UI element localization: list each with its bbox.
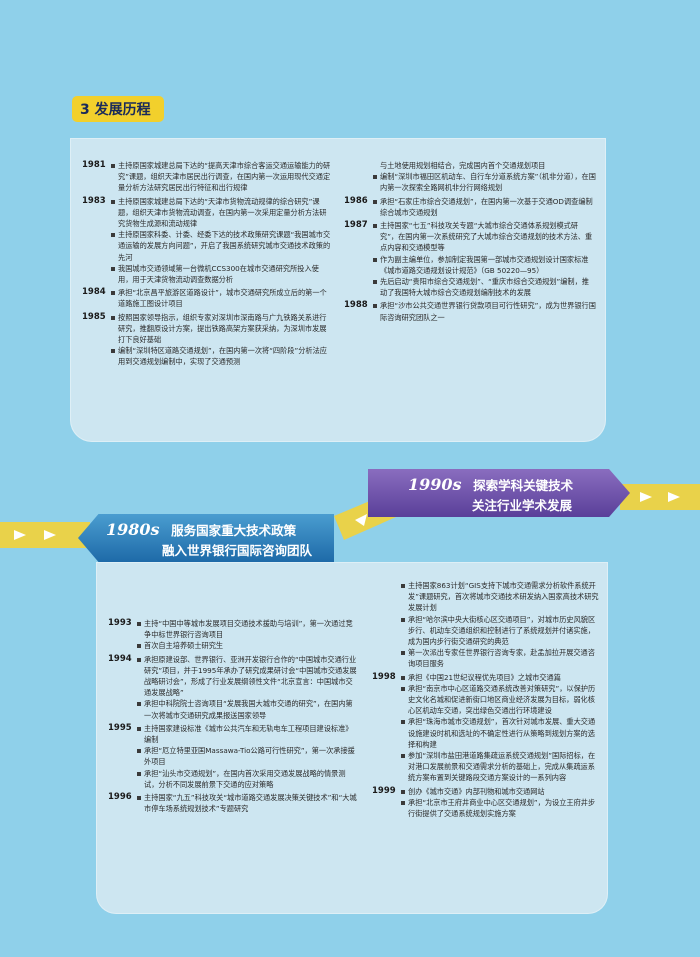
entry-item: 承担原建设部、世界银行、亚洲开发银行合作的“中国城市交通行业研究”项目，并于19…	[136, 654, 358, 699]
entry-year: 1981	[82, 160, 106, 170]
entry-item: 我国城市交通领域第一台微机CCS300在城市交通研究所投入使用，用于天津货物流动…	[110, 263, 332, 285]
timeline-entry: 与土地使用规划相结合，完成国内首个交通规划项目 编制“深圳市福田区机动车、自行车…	[344, 160, 596, 194]
entry-item: 承担“石家庄市综合交通规划”，在国内第一次基于交通OD调查编制综合城市交通规划	[372, 196, 596, 218]
timeline-panel-1990s	[96, 562, 608, 914]
timeline-entry: 1993 主持“中国中等城市发展项目交通技术援助与培训”，第一次通过竞争中标世界…	[108, 618, 358, 652]
banner-1980s-line2: 融入世界银行国际咨询团队	[162, 543, 313, 558]
entry-year: 1999	[372, 785, 396, 796]
banner-1990s-line2: 关注行业学术发展	[472, 498, 573, 513]
entry-item: 编制“深圳市福田区机动车、自行车分道系统方案”（机非分道），在国内第一次探索全路…	[372, 171, 596, 193]
road-arrow-icon	[640, 492, 652, 502]
entry-year	[344, 160, 372, 194]
timeline-entry: 1986 承担“石家庄市综合交通规划”，在国内第一次基于交通OD调查编制综合城市…	[344, 196, 596, 218]
entry-year: 1984	[82, 287, 106, 298]
road-arrow-icon	[355, 514, 367, 526]
road-arrow-icon	[44, 530, 56, 540]
entry-item: 主持国家“九五”科技攻关“城市道路交通发展决策关键技术”和“大城市停车场系统规划…	[136, 792, 358, 814]
entry-year	[372, 580, 400, 670]
entry-item: 承担“厄立特里亚国Massawa-Tio公路可行性研究”，第一次承接援外项目	[136, 745, 358, 767]
timeline-entry: 1994 承担原建设部、世界银行、亚洲开发银行合作的“中国城市交通行业研究”项目…	[108, 654, 358, 721]
timeline-entry: 1999 创办《城市交通》内部刊物和城市交通网站 承担“北京市王府井商业中心区交…	[372, 786, 602, 820]
entry-item: 主持原国家城建总局下达的“天津市货物流动规律的综合研究”课题，组织天津市货物流动…	[110, 196, 332, 230]
section-title: 3 发展历程	[72, 96, 164, 122]
road-segment-right	[620, 484, 700, 510]
entry-year: 1996	[108, 792, 132, 803]
entry-item: 承担《中国21世纪议程优先项目》之城市交通篇	[400, 672, 602, 683]
entry-item: 先后启动“贵阳市综合交通规划”、“重庆市综合交通规划”编制，推动了我国特大城市综…	[372, 276, 596, 298]
timeline-column-1990s-right: 主持国家863计划“GIS支持下城市交通需求分析软件系统开发”课题研究，首次将城…	[372, 580, 602, 821]
banner-1990s: 1990s 探索学科关键技术 关注行业学术发展	[368, 469, 630, 517]
entry-item: 主持原国家城建总局下达的“提高天津市综合客运交通运输能力的研究”课题，组织天津市…	[110, 160, 332, 194]
timeline-entry: 1998 承担《中国21世纪议程优先项目》之城市交通篇 承担“南京市中心区道路交…	[372, 672, 602, 784]
timeline-entry: 1981 主持原国家城建总局下达的“提高天津市综合客运交通运输能力的研究”课题，…	[82, 160, 332, 194]
entry-item: 承担“珠海市城市交通规划”，首次针对城市发展、重大交通设施建设时机和选址的不确定…	[400, 716, 602, 750]
banner-1980s-line1: 服务国家重大技术政策	[171, 523, 297, 538]
timeline-column-1980s-left: 1981 主持原国家城建总局下达的“提高天津市综合客运交通运输能力的研究”课题，…	[82, 160, 332, 370]
entry-year: 1983	[82, 195, 106, 206]
entry-item: 承担“北京昌平旅游区道路设计”，城市交通研究所成立后的第一个道路施工图设计项目	[110, 287, 332, 309]
banner-1980s: 1980s 服务国家重大技术政策 融入世界银行国际咨询团队	[78, 514, 334, 562]
banner-1990s-decade: 1990s	[408, 475, 462, 494]
entry-item: 主持国家863计划“GIS支持下城市交通需求分析软件系统开发”课题研究，首次将城…	[400, 580, 602, 614]
entry-item: 主持“中国中等城市发展项目交通技术援助与培训”，第一次通过竞争中标世界银行咨询项…	[136, 618, 358, 640]
banner-1980s-decade: 1980s	[106, 520, 160, 539]
entry-year: 1986	[344, 195, 368, 206]
timeline-column-1980s-right: 与土地使用规划相结合，完成国内首个交通规划项目 编制“深圳市福田区机动车、自行车…	[344, 160, 596, 325]
entry-year: 1998	[372, 671, 396, 682]
entry-item: 承担中科院院士咨询项目“发展我国大城市交通的研究”，在国内第一次将城市交通研究成…	[136, 698, 358, 720]
timeline-entry: 1996 主持国家“九五”科技攻关“城市道路交通发展决策关键技术”和“大城市停车…	[108, 792, 358, 814]
timeline-entry: 1985 按照国家领导指示，组织专家对深圳市深南路与广九铁路关系进行研究，推翻原…	[82, 312, 332, 368]
road-arrow-icon	[668, 492, 680, 502]
entry-year: 1995	[108, 722, 132, 733]
entry-item: 主持国家建设标准《城市公共汽车和无轨电车工程项目建设标准》编制	[136, 723, 358, 745]
entry-item: 主持国家“七五”科技攻关专题“大城市综合交通体系规划模式研究”，在国内第一次系统…	[372, 220, 596, 254]
entry-year: 1993	[108, 618, 132, 628]
timeline-panel-1980s	[70, 138, 606, 442]
entry-item: 与土地使用规划相结合，完成国内首个交通规划项目	[380, 161, 546, 170]
entry-year: 1994	[108, 653, 132, 664]
road-arrow-icon	[14, 530, 26, 540]
banner-1990s-line1: 探索学科关键技术	[473, 478, 574, 493]
timeline-entry: 1995 主持国家建设标准《城市公共汽车和无轨电车工程项目建设标准》编制 承担“…	[108, 723, 358, 790]
entry-year: 1988	[344, 300, 368, 311]
timeline-entry: 1988 承担“沙市公共交通世界银行贷款项目可行性研究”，成为世界银行国际咨询研…	[344, 300, 596, 322]
entry-item: 编制“深圳特区道路交通规划”，在国内第一次将“四阶段”分析法应用到交通规划编制中…	[110, 345, 332, 367]
entry-item: 创办《城市交通》内部刊物和城市交通网站	[400, 786, 602, 797]
entry-item: 承担“沙市公共交通世界银行贷款项目可行性研究”，成为世界银行国际咨询研究团队之一	[372, 300, 596, 322]
entry-year: 1985	[82, 311, 106, 322]
entry-item: 承担“汕头市交通规划”，在国内首次采用交通发展战略的情景测试，分析不同发展前景下…	[136, 768, 358, 790]
entry-item: 主持原国家科委、计委、经委下达的技术政策研究课题“我国城市交通运输的发展方向问题…	[110, 229, 332, 263]
entry-item: 首次自主培养硕士研究生	[136, 640, 358, 651]
timeline-entry: 1984 承担“北京昌平旅游区道路设计”，城市交通研究所成立后的第一个道路施工图…	[82, 287, 332, 309]
entry-item: 作为副主编单位，参加制定我国第一部城市交通规划设计国家标准《城市道路交通规划设计…	[372, 254, 596, 276]
entry-item: 承担“哈尔滨中央大街核心区交通项目”，对城市历史风貌区步行、机动车交通组织和控制…	[400, 614, 602, 648]
entry-item: 第一次派出专家任世界银行咨询专家，赴孟加拉开展交通咨询项目服务	[400, 647, 602, 669]
entry-item: 按照国家领导指示，组织专家对深圳市深南路与广九铁路关系进行研究，推翻原设计方案，…	[110, 312, 332, 346]
timeline-entry: 1983 主持原国家城建总局下达的“天津市货物流动规律的综合研究”课题，组织天津…	[82, 196, 332, 286]
entry-item: 承担“南京市中心区道路交通系统改善对策研究”，以保护历史文化名城和促进新街口地区…	[400, 683, 602, 717]
timeline-column-1990s-left: 1993 主持“中国中等城市发展项目交通技术援助与培训”，第一次通过竞争中标世界…	[108, 618, 358, 816]
timeline-entry: 主持国家863计划“GIS支持下城市交通需求分析软件系统开发”课题研究，首次将城…	[372, 580, 602, 670]
timeline-entry: 1987 主持国家“七五”科技攻关专题“大城市综合交通体系规划模式研究”，在国内…	[344, 220, 596, 298]
entry-item: 参加“深圳市盐田港道路集疏运系统交通规划”国际招标，在对港口发展前景和交通需求分…	[400, 750, 602, 784]
entry-year: 1987	[344, 220, 368, 231]
entry-item: 承担“北京市王府井商业中心区交通规划”，为设立王府井步行街提供了交通系统规划实施…	[400, 797, 602, 819]
